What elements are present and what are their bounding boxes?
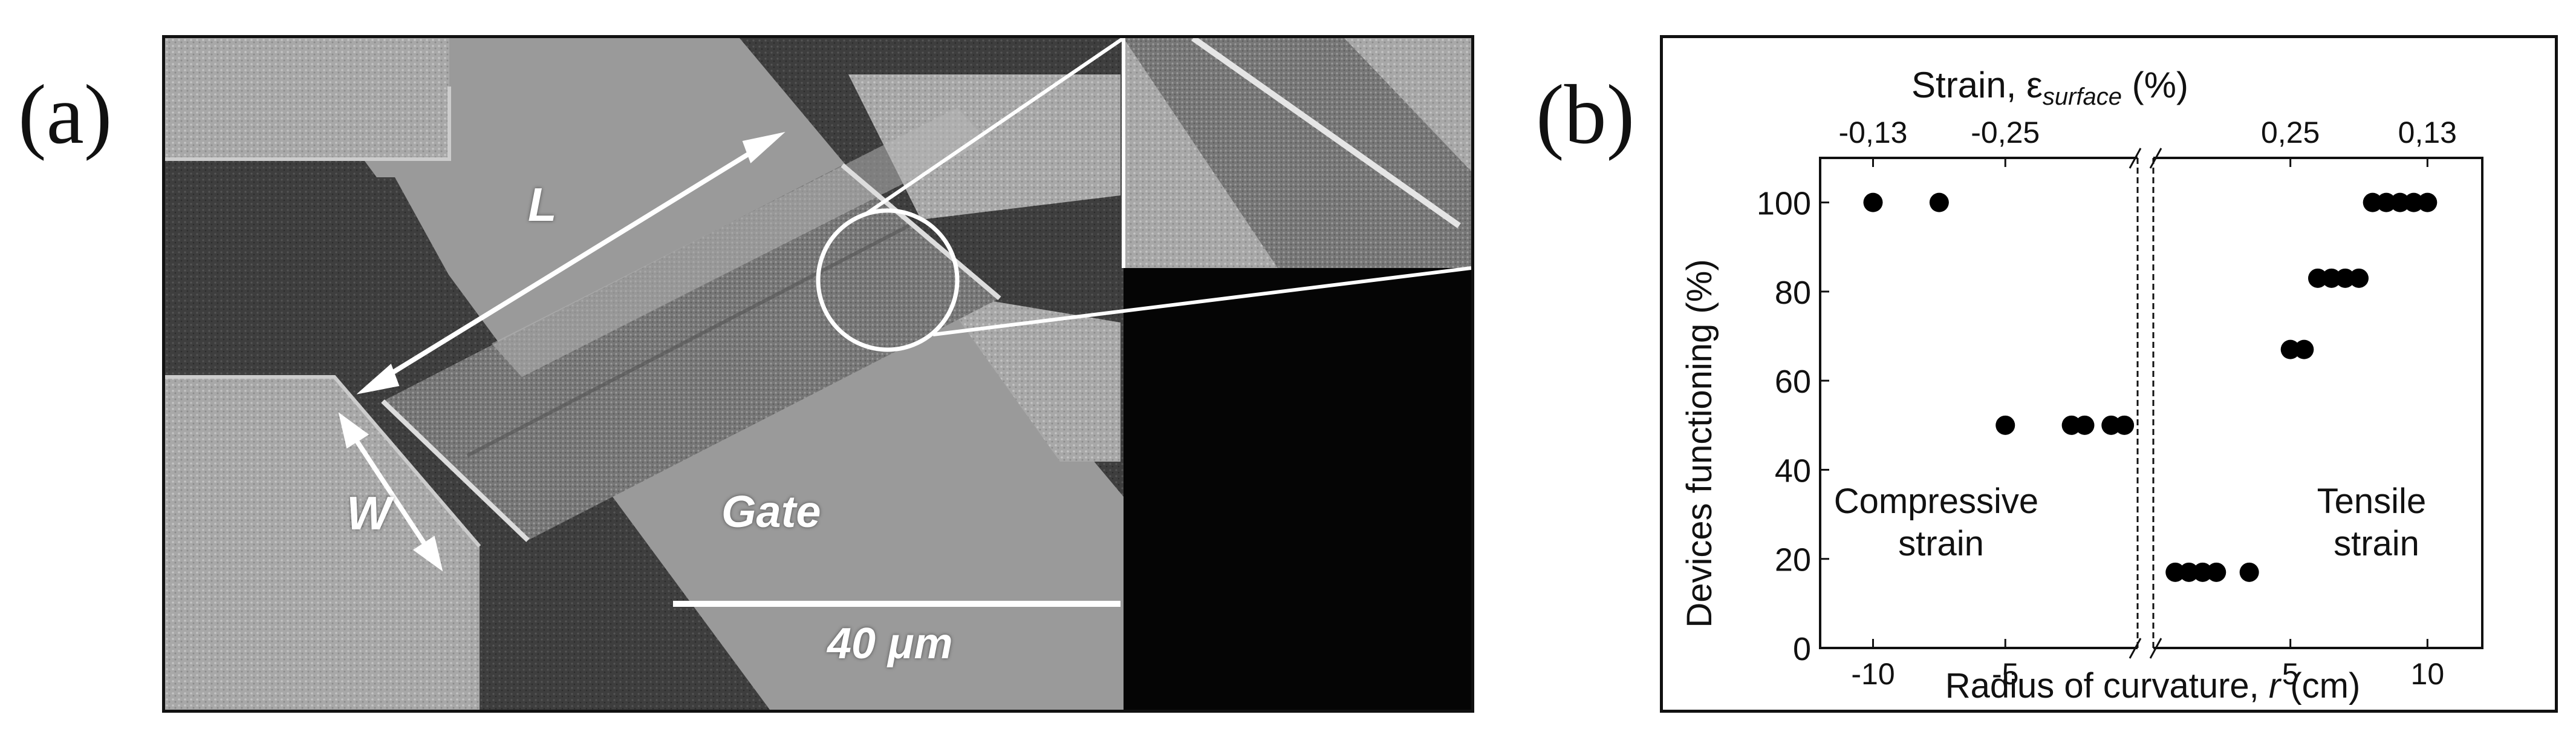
data-point <box>2179 562 2199 582</box>
x-tick-label: -10 <box>1851 657 1895 691</box>
chart-title: Strain, εsurface (%) <box>1911 65 2188 110</box>
top-axis-ticks: -0,13 -0,25 0,25 0,13 <box>1839 116 2457 167</box>
data-point <box>2363 192 2382 212</box>
length-label: L <box>528 178 557 231</box>
x-axis-ticks: -10 -5 5 10 <box>1851 639 2444 691</box>
data-point <box>2280 339 2300 359</box>
data-point <box>2207 562 2226 582</box>
top-tick-label: -0,13 <box>1839 116 1908 149</box>
data-point <box>2239 562 2259 582</box>
panel-label-b: (b) <box>1536 68 1635 162</box>
data-point <box>2376 192 2396 212</box>
x-tick-label: -5 <box>1992 657 2018 691</box>
panel-label-a: (a) <box>18 68 112 162</box>
data-point <box>1929 192 1949 212</box>
sem-micrograph-drawing <box>165 38 1471 710</box>
data-point <box>2418 192 2438 212</box>
top-tick-label: -0,25 <box>1971 116 2040 149</box>
y-tick-label: 60 <box>1775 364 1811 400</box>
y-tick-label: 40 <box>1775 453 1811 489</box>
y-axis-label: Devices functioning (%) <box>1680 259 1719 627</box>
data-point <box>2115 415 2135 435</box>
data-point <box>2101 415 2121 435</box>
y-tick-label: 80 <box>1775 275 1811 311</box>
x-tick-label: 10 <box>2411 657 2445 691</box>
y-axis-ticks: 0 20 40 60 80 100 <box>1757 186 1829 667</box>
data-point <box>2335 268 2355 288</box>
data-point <box>2075 415 2095 435</box>
data-point <box>1863 192 1883 212</box>
scale-bar <box>673 601 1120 607</box>
data-point <box>2294 339 2314 359</box>
width-label: W <box>346 486 391 540</box>
devices-functioning-chart: Strain, εsurface (%) Devices functioning… <box>1660 35 2558 713</box>
scale-bar-label: 40 μm <box>827 620 953 668</box>
y-tick-label: 100 <box>1757 186 1811 222</box>
top-tick-label: 0,13 <box>2398 116 2457 149</box>
gate-label: Gate <box>721 486 821 537</box>
sem-micrograph: L W Gate 40 μm <box>162 35 1474 713</box>
chart-svg: Strain, εsurface (%) Devices functioning… <box>1680 65 2483 705</box>
data-point <box>2349 268 2369 288</box>
y-tick-label: 20 <box>1775 542 1811 578</box>
tensile-strain-annotation: Tensile strain <box>2317 482 2436 563</box>
compressive-strain-annotation: Compressive strain <box>1834 482 2049 563</box>
x-axis-label: Radius of curvature, r (cm) <box>1945 666 2361 705</box>
data-point <box>2061 415 2081 435</box>
data-point <box>2321 268 2341 288</box>
data-point <box>2390 192 2410 212</box>
top-tick-label: 0,25 <box>2261 116 2320 149</box>
axis-break <box>2129 148 2162 659</box>
y-tick-label: 0 <box>1793 631 1811 667</box>
data-point <box>1995 415 2015 435</box>
data-point <box>2165 562 2185 582</box>
data-point <box>2308 268 2327 288</box>
x-tick-label: 5 <box>2282 657 2299 691</box>
data-point <box>2193 562 2213 582</box>
data-point <box>2404 192 2424 212</box>
data-points <box>1863 192 2438 582</box>
